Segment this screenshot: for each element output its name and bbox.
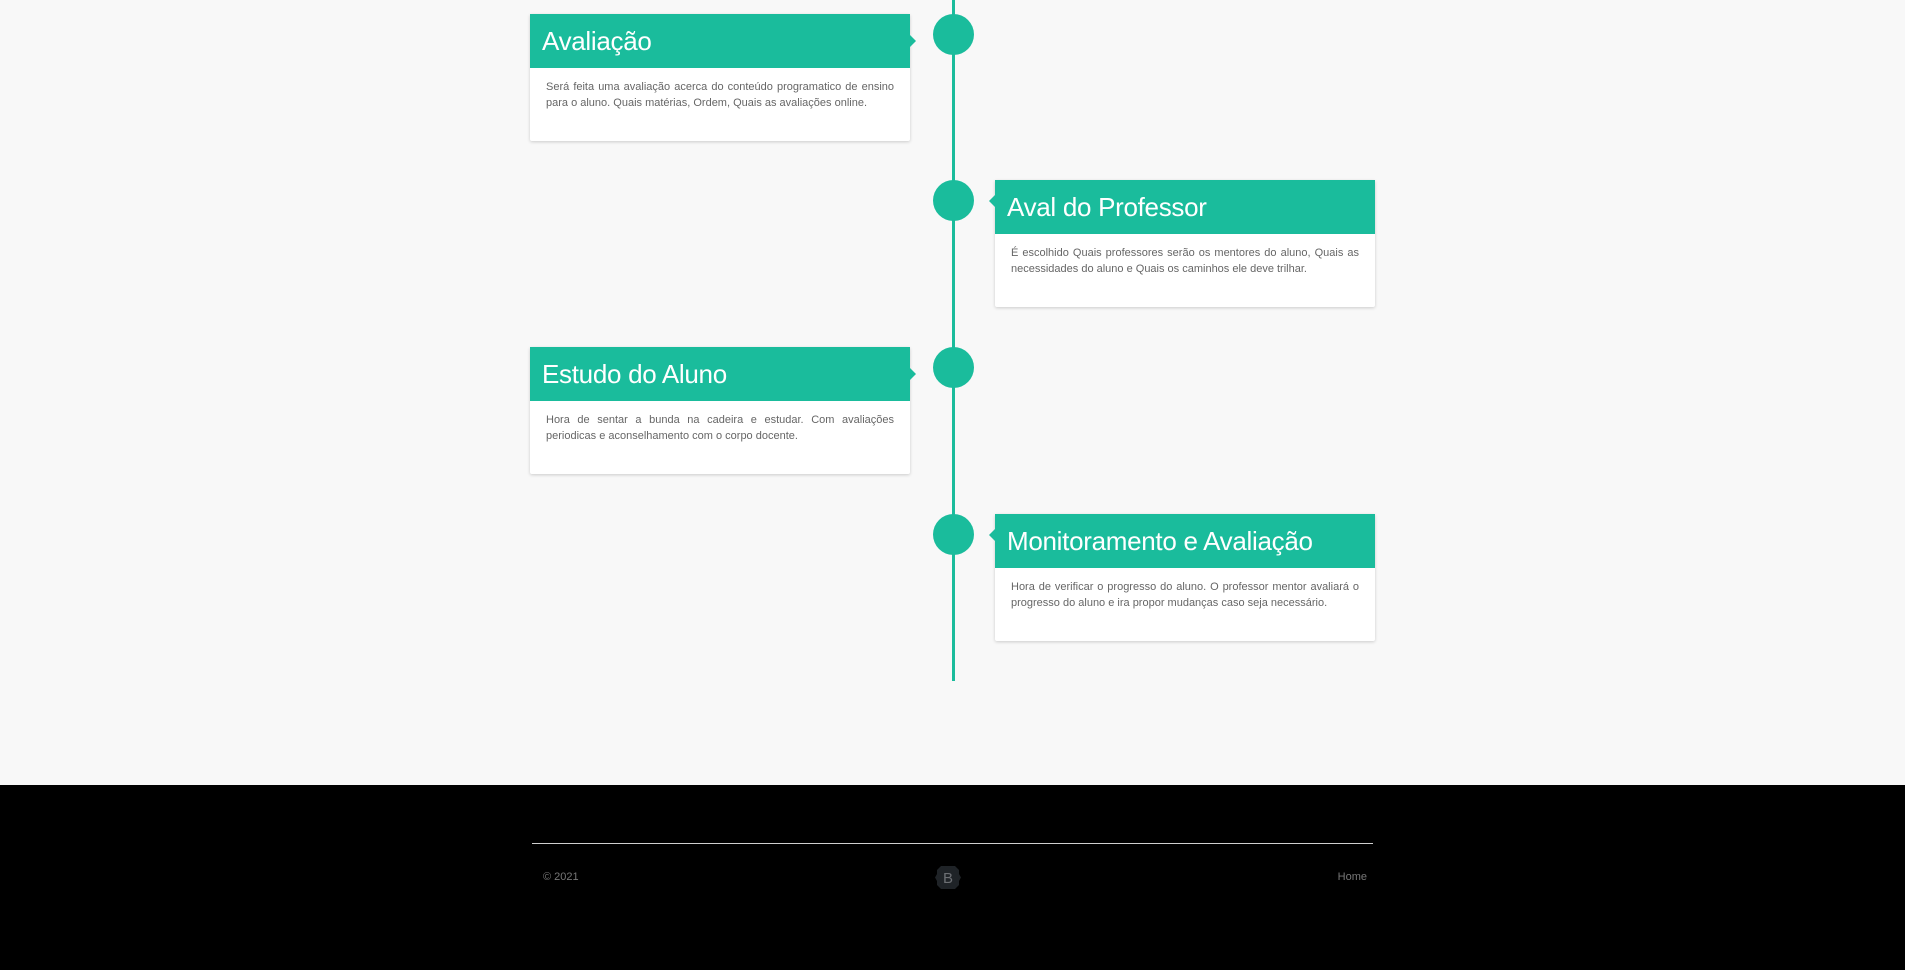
- timeline-card: Avaliação Será feita uma avaliação acerc…: [530, 14, 916, 141]
- footer-home-link[interactable]: Home: [1337, 871, 1367, 883]
- footer-divider: [532, 843, 1373, 844]
- timeline-dot: [933, 347, 974, 388]
- timeline-card-text: Hora de verificar o progresso do aluno. …: [1011, 581, 1359, 609]
- timeline-card-text: É escolhido Quais professores serão os m…: [1011, 247, 1359, 275]
- timeline-card: Monitoramento e Avaliação Hora de verifi…: [989, 514, 1375, 641]
- timeline-dot: [933, 14, 974, 55]
- timeline-card: Estudo do Aluno Hora de sentar a bunda n…: [530, 347, 916, 474]
- copyright-text: © 2021: [543, 871, 579, 883]
- timeline-card-title: Aval do Professor: [989, 180, 1375, 234]
- timeline-card-title: Avaliação: [530, 14, 916, 68]
- timeline-dot: [933, 180, 974, 221]
- timeline-card-title: Estudo do Aluno: [530, 347, 916, 401]
- bootstrap-logo-icon[interactable]: B: [934, 864, 962, 891]
- timeline-section: Avaliação Será feita uma avaliação acerc…: [530, 0, 1375, 681]
- timeline-card-text: Será feita uma avaliação acerca do conte…: [546, 81, 894, 109]
- timeline-card: Aval do Professor É escolhido Quais prof…: [989, 180, 1375, 307]
- timeline-card-title: Monitoramento e Avaliação: [989, 514, 1375, 568]
- footer: © 2021 B Home: [0, 785, 1905, 970]
- timeline-line: [952, 0, 955, 681]
- logo-letter: B: [943, 870, 953, 887]
- timeline-card-text: Hora de sentar a bunda na cadeira e estu…: [546, 414, 894, 442]
- timeline-dot: [933, 514, 974, 555]
